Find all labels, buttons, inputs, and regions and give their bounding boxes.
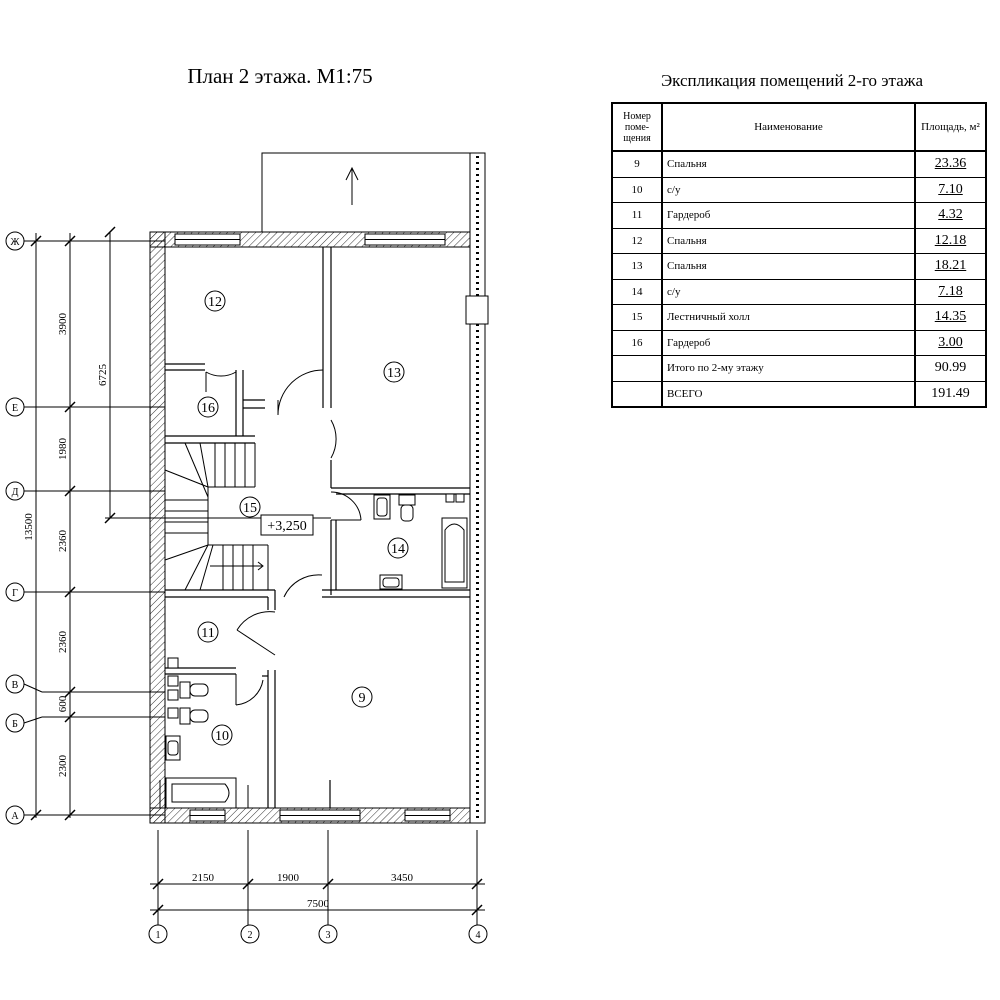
room-15-label: 15 (243, 501, 257, 516)
axis-4: 4 (476, 930, 481, 941)
table-row: 14 с/у 7.18 (611, 278, 987, 305)
table-row: 16 Гардероб 3.00 (611, 329, 987, 356)
table-row: 10 с/у 7.10 (611, 176, 987, 203)
axis-b: Б (12, 719, 18, 730)
dim-2300: 2300 (57, 755, 69, 778)
room-bubbles (197, 290, 409, 746)
grid-axes-number-labels: 1 2 3 4 (156, 930, 481, 941)
header-name: Наименование (661, 102, 916, 152)
dim-1900: 1900 (277, 872, 300, 884)
door-swings (205, 369, 362, 706)
dimension-lines-horizontal (150, 830, 485, 925)
axis-d: Д (12, 487, 19, 498)
axis-2: 2 (248, 930, 253, 941)
axis-e: Е (12, 403, 18, 414)
dimension-texts-horizontal: 2150 1900 3450 7500 (192, 872, 414, 910)
room-11-label: 11 (201, 626, 214, 641)
dimension-texts-vertical: 3900 1980 2360 2360 600 2300 6725 13500 (23, 313, 109, 778)
dim-1980: 1980 (57, 438, 69, 461)
grid-axes-letters (5, 231, 60, 825)
header-area: Площадь, м² (914, 102, 987, 152)
room-13-label: 13 (387, 366, 401, 381)
dim-2360-a: 2360 (57, 530, 69, 553)
explication-table: Номер поме- щения Наименование Площадь, … (611, 102, 987, 408)
dim-3450: 3450 (391, 872, 414, 884)
windows (174, 233, 451, 822)
table-row: 12 Спальня 12.18 (611, 227, 987, 254)
room-14-label: 14 (391, 542, 405, 557)
axis-a: А (11, 811, 19, 822)
grid-axes-letter-labels: Ж Е Д Г В Б А (11, 237, 20, 822)
axis-3: 3 (326, 930, 331, 941)
plumbing-fixtures (159, 493, 468, 809)
table-row-total-all: ВСЕГО 191.49 (611, 380, 987, 408)
table-row: 13 Спальня 18.21 (611, 253, 987, 280)
axis-v: В (12, 680, 19, 691)
table-row: 15 Лестничный холл 14.35 (611, 304, 987, 331)
dim-13500: 13500 (23, 513, 35, 541)
axis-1: 1 (156, 930, 161, 941)
dim-2150: 2150 (192, 872, 215, 884)
table-header-row: Номер поме- щения Наименование Площадь, … (611, 102, 987, 152)
dim-600: 600 (57, 695, 69, 712)
header-number: Номер поме- щения (611, 102, 663, 152)
dim-3900: 3900 (57, 313, 69, 336)
table-row-total-floor: Итого по 2-му этажу 90.99 (611, 355, 987, 382)
plan-title: План 2 этажа. М1:75 (187, 64, 373, 88)
elevation-mark: +3,250 (260, 514, 314, 536)
balcony (261, 152, 472, 232)
axis-zh: Ж (11, 237, 20, 248)
dim-2360-b: 2360 (57, 631, 69, 654)
staircase (164, 442, 269, 591)
grid-axes-numbers (148, 924, 488, 944)
axis-g: Г (12, 588, 18, 599)
table-row: 11 Гардероб 4.32 (611, 202, 987, 229)
room-10-label: 10 (215, 729, 229, 744)
dim-6725: 6725 (97, 364, 109, 387)
table-row: 9 Спальня 23.36 (611, 150, 987, 178)
elevation-label: +3,250 (267, 519, 306, 534)
room-16-label: 16 (201, 401, 215, 416)
room-12-label: 12 (208, 295, 222, 310)
interior-partitions (165, 247, 470, 808)
explication-title: Экспликация помещений 2-го этажа (660, 71, 924, 90)
room-9-label: 9 (359, 691, 366, 706)
dim-7500: 7500 (307, 898, 330, 910)
room-numbers: 12 13 16 15 14 11 9 10 (201, 295, 405, 744)
